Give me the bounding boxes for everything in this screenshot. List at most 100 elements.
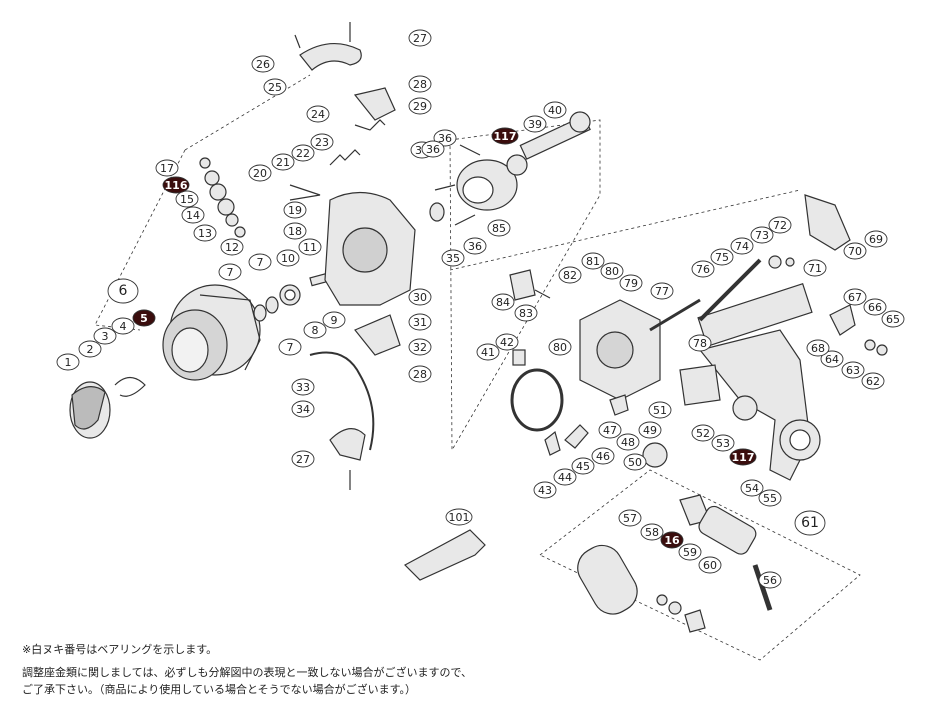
part-callout-54: 54 xyxy=(740,479,764,497)
part-number-label: 3 xyxy=(102,330,109,343)
part-callout-50: 50 xyxy=(623,453,647,471)
part-number-label: 68 xyxy=(811,342,825,355)
part-number-label: 45 xyxy=(576,460,590,473)
part-callout-69: 69 xyxy=(864,230,888,248)
part-number-label: 70 xyxy=(848,245,862,258)
part-number-label: 16 xyxy=(664,534,680,547)
part-number-label: 6 xyxy=(119,283,128,299)
part-illustrations xyxy=(69,22,888,661)
part-callout-33: 33 xyxy=(291,378,315,396)
part-number-label: 22 xyxy=(296,147,310,160)
part-number-label: 66 xyxy=(868,301,882,314)
part-callout-74: 74 xyxy=(730,237,754,255)
part-callout-57: 57 xyxy=(618,509,642,527)
part-number-label: 39 xyxy=(528,118,542,131)
part-callout-32: 32 xyxy=(408,338,432,356)
part-callout-13: 13 xyxy=(193,224,217,242)
part-callout-30: 30 xyxy=(408,288,432,306)
part-number-label: 1 xyxy=(65,356,72,369)
part-number-label: 65 xyxy=(886,313,900,326)
part-number-label: 17 xyxy=(160,162,174,175)
part-number-label: 63 xyxy=(846,364,860,377)
part-callout-68: 68 xyxy=(806,339,830,357)
part-callout-35: 35 xyxy=(441,249,465,267)
part-number-label: 117 xyxy=(732,451,755,464)
part-callout-39: 39 xyxy=(523,115,547,133)
part-number-label: 61 xyxy=(801,515,819,531)
part-callout-51: 51 xyxy=(648,401,672,419)
part-callout-36: 36 xyxy=(421,140,445,158)
part-callout-14: 14 xyxy=(181,206,205,224)
part-callout-17: 17 xyxy=(155,159,179,177)
part-number-label: 50 xyxy=(628,456,642,469)
part-callout-82: 82 xyxy=(558,266,582,284)
part-callout-28: 28 xyxy=(408,365,432,383)
part-number-label: 15 xyxy=(180,193,194,206)
part-callout-29: 29 xyxy=(408,97,432,115)
part-callout-52: 52 xyxy=(691,424,715,442)
part-number-label: 8 xyxy=(312,324,319,337)
part-number-label: 64 xyxy=(825,353,839,366)
part-callout-63: 63 xyxy=(841,361,865,379)
part-callout-9: 9 xyxy=(322,311,346,329)
part-number-label: 117 xyxy=(494,130,517,143)
part-callout-66: 66 xyxy=(863,298,887,316)
part-number-label: 27 xyxy=(413,32,427,45)
part-callout-80: 80 xyxy=(600,262,624,280)
part-callout-24: 24 xyxy=(306,105,330,123)
part-callout-23: 23 xyxy=(310,133,334,151)
part-number-label: 40 xyxy=(548,104,562,117)
part-callout-16: 16 xyxy=(660,531,684,549)
part-callout-76: 76 xyxy=(691,260,715,278)
part-callout-117: 117 xyxy=(729,448,757,466)
part-number-label: 28 xyxy=(413,368,427,381)
part-number-label: 4 xyxy=(120,320,127,333)
part-number-label: 52 xyxy=(696,427,710,440)
part-callout-81: 81 xyxy=(581,252,605,270)
part-callout-4: 4 xyxy=(111,317,135,335)
part-callout-26: 26 xyxy=(251,55,275,73)
part-number-label: 36 xyxy=(426,143,440,156)
part-number-label: 30 xyxy=(413,291,427,304)
part-callout-31: 31 xyxy=(408,313,432,331)
part-number-label: 11 xyxy=(303,241,317,254)
part-number-label: 101 xyxy=(449,511,470,524)
part-number-label: 82 xyxy=(563,269,577,282)
part-callout-72: 72 xyxy=(768,216,792,234)
part-number-label: 43 xyxy=(538,484,552,497)
part-number-label: 57 xyxy=(623,512,637,525)
part-callout-61: 61 xyxy=(794,510,826,536)
footnotes: ※白ヌキ番号はベアリングを示します。 調整座金類に関しましては、必ずしも分解図中… xyxy=(22,641,922,698)
part-number-label: 25 xyxy=(268,81,282,94)
part-callout-7: 7 xyxy=(278,338,302,356)
part-callout-65: 65 xyxy=(881,310,905,328)
part-callout-56: 56 xyxy=(758,571,782,589)
part-number-label: 85 xyxy=(492,222,506,235)
part-number-label: 33 xyxy=(296,381,310,394)
part-number-label: 80 xyxy=(605,265,619,278)
part-callout-12: 12 xyxy=(220,238,244,256)
part-number-label: 69 xyxy=(869,233,883,246)
shim-note: 調整座金類に関しましては、必ずしも分解図中の表現と一致しない場合がございますので… xyxy=(22,666,473,679)
part-callout-27: 27 xyxy=(291,450,315,468)
part-number-label: 72 xyxy=(773,219,787,232)
part-callout-1: 1 xyxy=(56,353,80,371)
part-number-label: 67 xyxy=(848,291,862,304)
part-number-label: 9 xyxy=(331,314,338,327)
part-callout-62: 62 xyxy=(861,372,885,390)
part-number-label: 41 xyxy=(481,346,495,359)
part-callout-44: 44 xyxy=(553,468,577,486)
part-number-label: 55 xyxy=(763,492,777,505)
part-callout-84: 84 xyxy=(491,293,515,311)
part-number-label: 12 xyxy=(225,241,239,254)
part-number-label: 26 xyxy=(256,58,270,71)
part-number-label: 21 xyxy=(276,156,290,169)
part-callout-5: 5 xyxy=(132,309,156,327)
part-number-label: 28 xyxy=(413,78,427,91)
part-callout-20: 20 xyxy=(248,164,272,182)
part-number-label: 19 xyxy=(288,204,302,217)
part-callout-40: 40 xyxy=(543,101,567,119)
part-callout-80: 80 xyxy=(548,338,572,356)
part-callout-28: 28 xyxy=(408,75,432,93)
part-callout-7: 7 xyxy=(218,263,242,281)
